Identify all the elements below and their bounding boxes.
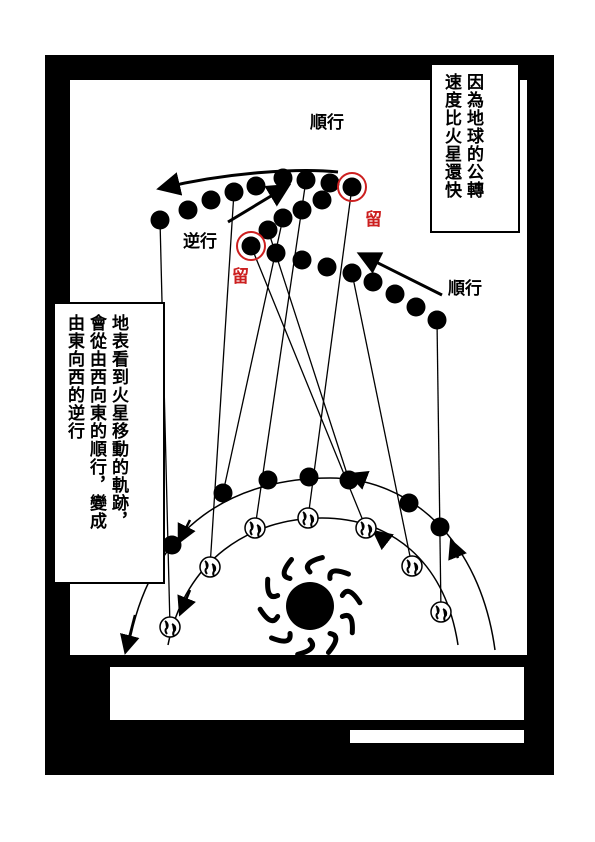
station-circle-1: [337, 172, 367, 202]
sun-flare: [265, 576, 281, 600]
earth-continent: [249, 521, 262, 538]
earth-icon: [244, 517, 266, 539]
sight-line: [307, 186, 353, 519]
caption-box-top: 因為地球的公轉 速度比火星還快: [430, 63, 520, 233]
earth-icon: [199, 556, 221, 578]
arrow-icon: [227, 183, 292, 224]
earth-globe: [244, 517, 266, 539]
sight-line: [222, 217, 284, 494]
mars-dot-icon: [296, 170, 316, 190]
label-prograde-top: 順行: [310, 112, 344, 133]
mars-dot-icon: [399, 493, 419, 513]
mars-dot-icon: [273, 168, 293, 188]
motion-arrows: [156, 169, 443, 297]
sight-line: [254, 179, 307, 529]
sun-flare: [269, 631, 293, 644]
blank-text-bar: [110, 667, 524, 720]
sun-flare: [327, 568, 351, 581]
earth-icon: [430, 601, 452, 623]
caption-text-top: 因為地球的公轉 速度比火星還快: [441, 73, 483, 199]
mars-dot-icon: [312, 190, 332, 210]
earth-continent: [204, 560, 217, 577]
mars-dot-icon: [258, 220, 278, 240]
arrow-icon: [372, 529, 394, 551]
mars-dot-icon: [339, 470, 359, 490]
blank-footer-bar: [350, 730, 524, 743]
sight-line: [351, 272, 413, 567]
station-circle-2: [236, 231, 266, 261]
sun-flare: [257, 606, 281, 624]
earth-globe: [355, 517, 377, 539]
earth-icon: [159, 616, 181, 638]
sun-flare: [339, 588, 363, 606]
mars-dot-icon: [258, 470, 278, 490]
caption-text-left: 地表看到火星移動的軌跡， 會從由西向東的順行，變成 由東向西的逆行: [64, 314, 128, 530]
earth-globe: [297, 507, 319, 529]
mars-dot-icon: [292, 250, 312, 270]
mars-orbit-positions: [162, 467, 450, 555]
sun-flare: [325, 631, 339, 655]
label-retrograde: 逆行: [183, 231, 217, 252]
station-markers: [236, 172, 367, 261]
sun-flare: [305, 555, 325, 575]
mars-dot-icon: [342, 177, 362, 197]
arrow-icon: [156, 169, 339, 196]
mars-dot-icon: [430, 517, 450, 537]
mars-dot-icon: [385, 284, 405, 304]
earth-continent: [360, 521, 373, 538]
mars-dot-icon: [320, 173, 340, 193]
earth-continent: [302, 511, 315, 528]
earth-globe: [430, 601, 452, 623]
mars-dot-icon: [266, 243, 286, 263]
earth-globe: [401, 555, 423, 577]
mars-dot-icon: [317, 257, 337, 277]
earth-positions: [159, 507, 452, 638]
earth-orbit-arc: [167, 517, 459, 646]
mars-dot-icon: [150, 210, 170, 230]
caption-box-left: 地表看到火星移動的軌跡， 會從由西向東的順行，變成 由東向西的逆行: [53, 302, 165, 584]
mars-dot-icon: [201, 190, 221, 210]
earth-icon: [401, 555, 423, 577]
sun-icon: [257, 555, 363, 657]
sun-disc: [286, 582, 334, 630]
arrow-icon: [120, 614, 140, 655]
mars-dot-icon: [406, 297, 426, 317]
mars-dot-icon: [342, 263, 362, 283]
mars-orbit: [120, 471, 496, 655]
sight-line: [209, 191, 235, 568]
arrow-icon: [356, 252, 443, 297]
earth-icon: [355, 517, 377, 539]
mars-dot-icon: [162, 535, 182, 555]
sun-flare: [281, 557, 295, 581]
arrow-icon: [448, 538, 467, 561]
mars-dot-icon: [246, 176, 266, 196]
label-station-1: 留: [365, 209, 382, 230]
label-prograde-right: 順行: [448, 278, 482, 299]
arrow-icon: [177, 519, 196, 545]
earth-continent: [164, 620, 177, 637]
mars-dot-icon: [363, 272, 383, 292]
sight-line: [267, 229, 350, 481]
mars-dot-icon: [241, 236, 261, 256]
apparent-path: [150, 168, 447, 330]
mars-dot-icon: [273, 208, 293, 228]
earth-globe: [159, 616, 181, 638]
label-station-2: 留: [232, 266, 249, 287]
mars-dot-icon: [299, 467, 319, 487]
sight-line: [436, 319, 442, 613]
sun-flare: [295, 637, 315, 657]
mars-dot-icon: [213, 483, 233, 503]
mars-dot-icon: [292, 200, 312, 220]
sight-line: [159, 219, 171, 628]
earth-icon: [297, 507, 319, 529]
arrow-icon: [177, 589, 196, 617]
mars-dot-icon: [427, 310, 447, 330]
earth-continent: [406, 559, 419, 576]
earth-globe: [199, 556, 221, 578]
earth-continent: [435, 605, 448, 622]
sun-flare: [339, 612, 355, 636]
mars-dot-icon: [178, 200, 198, 220]
mars-dot-icon: [224, 182, 244, 202]
